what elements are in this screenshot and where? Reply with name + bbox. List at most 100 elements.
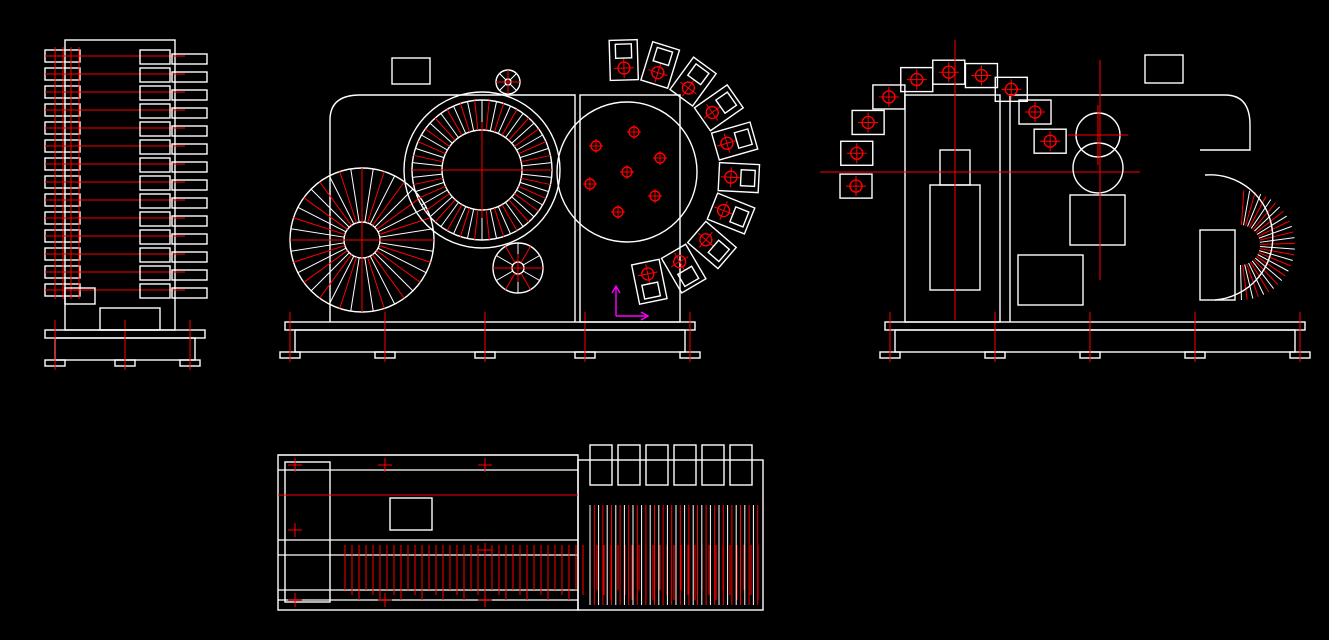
ink-pan xyxy=(728,205,750,228)
ink-pan xyxy=(739,168,756,188)
spoke xyxy=(1247,193,1262,227)
spoke xyxy=(1248,262,1265,295)
spoke xyxy=(364,168,374,223)
station-body xyxy=(608,38,640,82)
drive-block xyxy=(171,143,208,155)
station-body xyxy=(964,62,999,89)
spoke xyxy=(434,117,456,141)
spoke xyxy=(412,162,443,167)
spoke xyxy=(1240,264,1242,300)
spoke xyxy=(1259,248,1295,256)
ink-unit xyxy=(139,211,171,227)
spoke xyxy=(519,147,549,159)
spoke xyxy=(453,206,467,235)
side-frame xyxy=(579,94,681,323)
spoke xyxy=(421,189,448,206)
station-body xyxy=(1033,128,1067,154)
spoke xyxy=(493,103,505,133)
station-body xyxy=(994,76,1028,103)
ink-unit xyxy=(139,85,171,101)
spoke xyxy=(521,177,551,186)
center-mark xyxy=(613,67,634,69)
print-station xyxy=(872,84,906,110)
print-station xyxy=(994,76,1028,103)
spoke xyxy=(1257,254,1289,272)
spoke xyxy=(369,175,396,225)
spoke xyxy=(1257,220,1290,237)
spoke xyxy=(415,181,445,193)
spoke xyxy=(1253,259,1279,286)
spoke xyxy=(1240,190,1245,226)
spoke xyxy=(376,250,421,283)
spoke xyxy=(421,134,448,151)
spoke xyxy=(379,242,434,252)
spoke xyxy=(372,254,405,299)
plan-view xyxy=(277,444,764,611)
center-mark xyxy=(719,201,728,221)
drive-block xyxy=(171,251,208,263)
print-station xyxy=(630,258,668,305)
spoke xyxy=(378,245,431,263)
side-frame xyxy=(904,94,1001,323)
drive-block xyxy=(171,161,208,173)
station-module xyxy=(645,444,669,486)
station-body xyxy=(686,220,738,270)
spoke xyxy=(1258,225,1292,239)
station-module xyxy=(673,444,697,486)
ucs-axis-icon xyxy=(611,284,650,321)
center-mark xyxy=(670,256,689,268)
spoke xyxy=(453,105,467,134)
spoke xyxy=(521,173,552,178)
ink-unit xyxy=(139,67,171,83)
motor xyxy=(389,497,433,531)
spoke xyxy=(497,206,511,235)
spoke xyxy=(1254,257,1283,282)
station-body xyxy=(630,258,668,305)
spoke xyxy=(459,103,471,133)
base-frame xyxy=(894,329,1296,353)
spoke xyxy=(489,101,498,131)
spoke xyxy=(374,252,414,292)
drive-block xyxy=(171,287,208,299)
spoke xyxy=(499,73,507,81)
base-rail xyxy=(884,321,1306,331)
station-body xyxy=(872,84,906,110)
spoke xyxy=(328,255,355,305)
ink-pan xyxy=(641,281,662,300)
spoke xyxy=(446,109,463,136)
spoke xyxy=(1259,246,1295,250)
spoke xyxy=(350,168,360,223)
ink-unit xyxy=(139,283,171,299)
drive-block xyxy=(171,233,208,245)
station-module xyxy=(729,444,753,486)
print-station xyxy=(932,59,966,85)
spoke xyxy=(514,128,539,147)
spoke xyxy=(1243,190,1251,226)
ink-unit xyxy=(139,157,171,173)
spoke xyxy=(440,113,459,138)
spoke xyxy=(505,246,516,264)
spoke xyxy=(521,162,552,167)
center-mark xyxy=(698,231,713,248)
spoke xyxy=(1245,192,1256,226)
print-station xyxy=(608,38,640,82)
print-station xyxy=(964,62,999,89)
drive-block xyxy=(171,215,208,227)
spoke xyxy=(501,109,518,136)
spoke xyxy=(505,113,524,138)
spoke xyxy=(1258,252,1292,267)
ink-unit xyxy=(139,193,171,209)
center-mark xyxy=(637,271,658,277)
spoke xyxy=(501,204,518,231)
station-body xyxy=(840,140,874,166)
ink-unit xyxy=(139,121,171,137)
ink-unit xyxy=(139,229,171,245)
spoke xyxy=(293,245,346,263)
spoke xyxy=(434,199,456,223)
rear-elevation-view xyxy=(820,40,1311,362)
print-station xyxy=(851,109,885,136)
spoke xyxy=(379,228,434,238)
spoke xyxy=(508,199,530,223)
spoke xyxy=(499,83,507,91)
